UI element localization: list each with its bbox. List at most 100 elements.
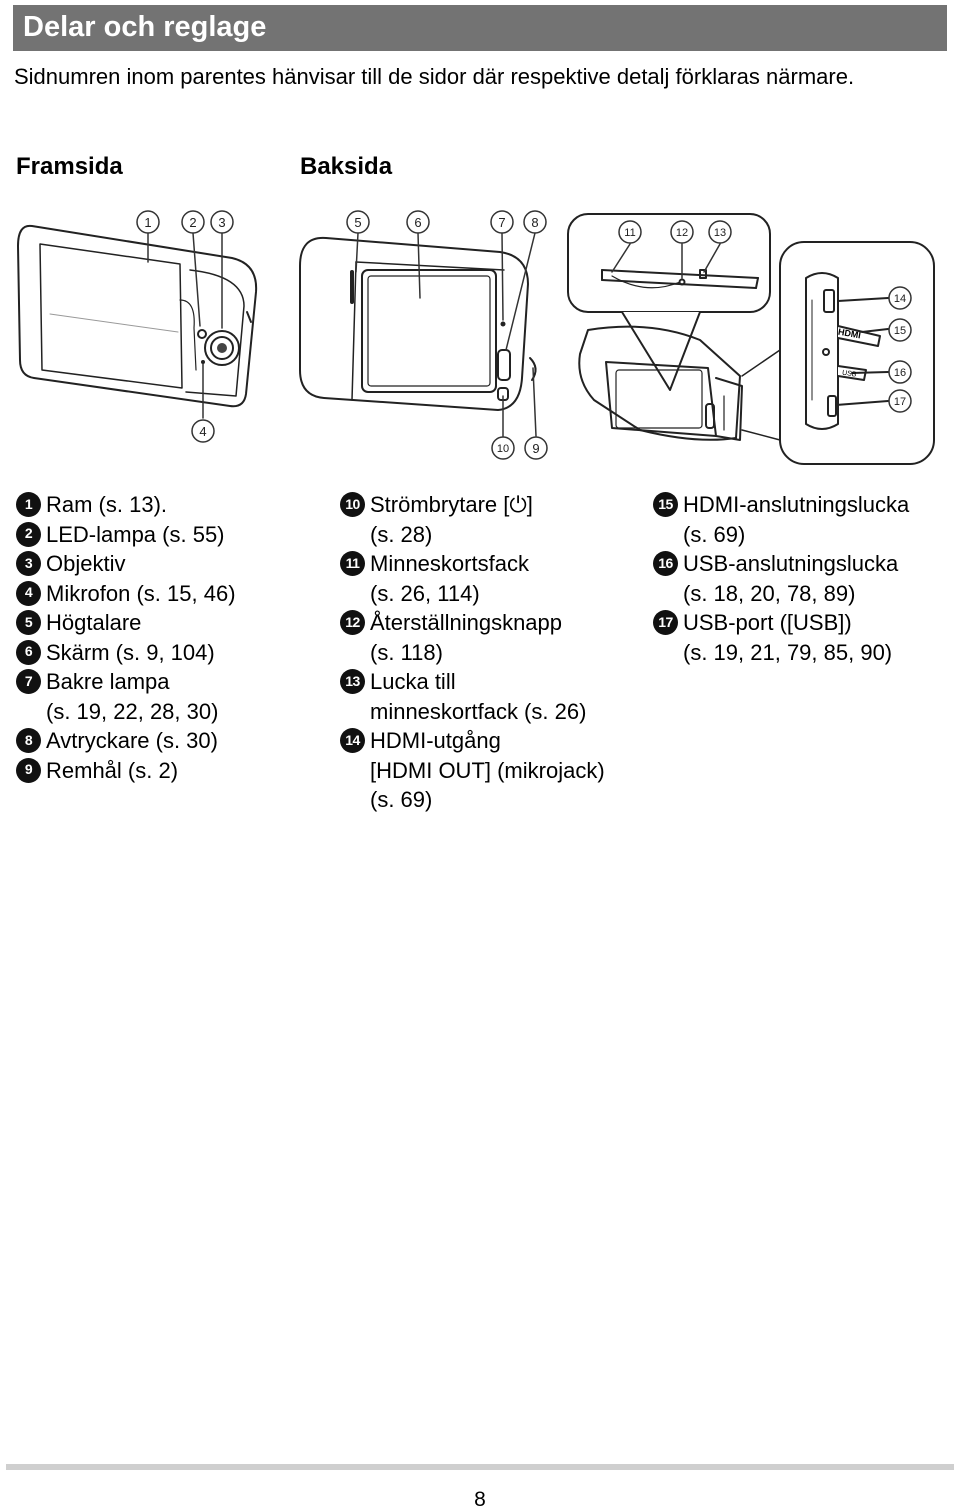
callout-5: 5	[346, 210, 370, 234]
legend-number: 4	[16, 580, 41, 606]
svg-text:6: 6	[414, 215, 421, 230]
svg-text:7: 7	[498, 215, 505, 230]
legend-text: (s. 19, 22, 28, 30)	[46, 698, 219, 724]
page-number: 8	[474, 1488, 486, 1511]
callout-15: 15	[888, 318, 912, 342]
legend-text: Återställningsknapp	[370, 610, 563, 635]
svg-text:12: 12	[676, 227, 688, 239]
legend-text: Skärm (s. 9, 104)	[46, 639, 215, 665]
legend-text: (s. 28)	[370, 521, 433, 547]
legend-text: HDMI-anslutningslucka	[683, 492, 910, 517]
svg-text:5: 5	[354, 215, 361, 230]
legend-number: 8	[16, 728, 41, 753]
svg-text:3: 3	[218, 215, 225, 230]
svg-text:16: 16	[894, 367, 906, 379]
legend-text: Ram (s. 13).	[46, 492, 168, 517]
legend-text: Mikrofon (s. 15, 46)	[46, 580, 236, 606]
front-heading: Framsida	[16, 153, 123, 180]
legend-text: Objektiv	[46, 551, 126, 576]
svg-text:1: 1	[144, 215, 151, 230]
svg-text:9: 9	[532, 441, 539, 456]
callout-12: 12	[670, 220, 694, 244]
back-heading: Baksida	[300, 153, 393, 180]
camera-front-illustration	[17, 224, 258, 408]
legend-text: USB-port ([USB])	[683, 610, 852, 635]
legend-text: Avtryckare (s. 30)	[46, 728, 218, 753]
legend-text: Högtalare	[46, 610, 142, 635]
usb-port-label: USB	[842, 370, 858, 379]
svg-text:11: 11	[624, 227, 635, 239]
svg-text:17: 17	[894, 396, 906, 408]
legend-text: HDMI-utgång	[370, 728, 501, 753]
legend-text: [HDMI OUT] (mikrojack)	[370, 757, 605, 783]
legend-text: Minneskortsfack	[370, 551, 529, 576]
legend-number: 15	[653, 492, 678, 517]
leader-lines	[147, 232, 721, 437]
legend-number: 3	[16, 551, 41, 576]
legend-text: LED-lampa (s. 55)	[46, 521, 225, 547]
svg-text:8: 8	[531, 215, 538, 230]
callout-6: 6	[406, 210, 430, 234]
legend-text: Remhål (s. 2)	[46, 757, 179, 783]
svg-text:2: 2	[189, 215, 196, 230]
svg-text:14: 14	[894, 293, 906, 305]
callout-1: 1	[136, 210, 160, 234]
legend-text: USB-anslutningslucka	[683, 551, 899, 576]
callout-13: 13	[708, 220, 732, 244]
legend-number: 14	[340, 728, 365, 753]
legend-text: (s. 69)	[683, 521, 746, 547]
callout-4: 4	[191, 419, 215, 443]
svg-text:15: 15	[894, 325, 906, 337]
callout-9: 9	[524, 436, 548, 460]
legend-text: minneskortfack (s. 26)	[370, 698, 587, 724]
legend-number: 9	[16, 757, 41, 783]
footer-divider	[6, 1464, 954, 1470]
legend-number: 2	[16, 521, 41, 547]
callout-11: 11	[618, 220, 642, 244]
legend-text: Lucka till	[370, 669, 456, 694]
legend-text: Strömbrytare [⏻]	[370, 492, 533, 517]
legend-number: 13	[340, 669, 365, 694]
callout-3: 3	[210, 210, 234, 234]
legend-text: (s. 69)	[370, 787, 433, 812]
legend-number: 11	[340, 551, 365, 576]
svg-text:4: 4	[199, 424, 206, 439]
callout-17: 17	[888, 389, 912, 413]
intro-text: Sidnumren inom parentes hänvisar till de…	[14, 64, 855, 89]
svg-text:13: 13	[714, 227, 726, 239]
legend-text: (s. 19, 21, 79, 85, 90)	[683, 639, 893, 665]
legend-text: (s. 18, 20, 78, 89)	[683, 580, 856, 606]
callout-8: 8	[523, 210, 547, 234]
camera-back-illustration	[299, 236, 537, 411]
hdmi-port-label: HDMI	[837, 327, 861, 341]
legend-number: 16	[653, 551, 678, 576]
callout-2: 2	[181, 210, 205, 234]
legend-number: 6	[16, 639, 41, 665]
section-header: Delar och reglage	[13, 5, 947, 51]
camera-diagram: HDMI USB 1 2 3 4 5 6 7 8 10 9 11 12 13 1…	[17, 210, 935, 465]
callout-14: 14	[888, 286, 912, 310]
callout-10: 10	[491, 436, 515, 460]
callout-7: 7	[490, 210, 514, 234]
card-slot-detail	[567, 213, 771, 391]
legend-number: 5	[16, 610, 41, 635]
legend-number: 1	[16, 492, 41, 517]
